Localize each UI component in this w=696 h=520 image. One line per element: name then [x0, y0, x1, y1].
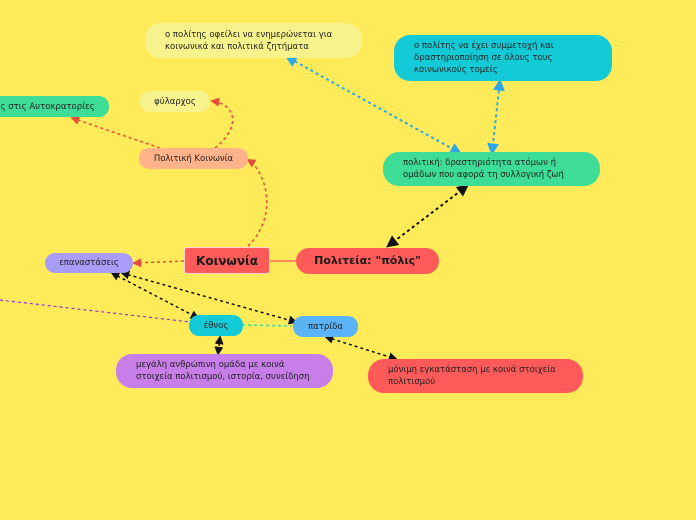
node-epanastaseis-label: επαναστάσεις: [59, 258, 119, 268]
link-politeia-politiki-def: [386, 184, 469, 248]
node-symmetoxi[interactable]: ο πολίτης να έχει συμμετοχή και δραστηρι…: [394, 35, 612, 81]
node-patrida-def-label: μόνιμη εγκατάσταση με κοινά στοιχεία πολ…: [388, 365, 556, 387]
node-autokratories-label: ές στις Αυτοκρατορίες: [0, 101, 95, 112]
node-fylarchos-label: φύλαρχος: [154, 96, 196, 107]
node-enimerwnetai-label: ο πολίτης οφείλει να ενημερώνεται για κο…: [165, 29, 333, 52]
link-politiki-def-enimerwnetai: [284, 55, 463, 155]
node-politeia[interactable]: Πολιτεία: "πόλις": [296, 248, 439, 274]
node-politeia-label: Πολιτεία: "πόλις": [314, 254, 421, 267]
node-ethnos[interactable]: έθνος: [189, 315, 243, 336]
link-ethnos-ethnos-def: [214, 335, 224, 356]
link-politiki-koinonia-autokratories: [70, 116, 161, 149]
node-enimerwnetai[interactable]: ο πολίτης οφείλει να ενημερώνεται για κο…: [145, 23, 362, 58]
node-symmetoxi-label: ο πολίτης να έχει συμμετοχή και δραστηρι…: [414, 41, 554, 75]
node-ethnos-def[interactable]: μεγάλη ανθρώπινη ομάδα με κοινά στοιχεία…: [116, 354, 333, 388]
node-politiki-def[interactable]: πολιτική: δραστηριότητα ατόμων ή ομάδων …: [383, 152, 600, 186]
node-fylarchos[interactable]: φύλαρχος: [140, 91, 210, 112]
node-patrida-label: πατρίδα: [308, 321, 343, 332]
node-patrida-def[interactable]: μόνιμη εγκατάσταση με κοινά στοιχεία πολ…: [368, 359, 583, 393]
link-epanastaseis-patrida: [120, 270, 298, 325]
node-epanastaseis[interactable]: επαναστάσεις: [45, 253, 133, 273]
node-politiki-def-label: πολιτική: δραστηριότητα ατόμων ή ομάδων …: [403, 158, 564, 180]
node-politiki-koinonia[interactable]: Πολιτική Κοινωνία: [139, 148, 248, 169]
node-koinonia-label: Κοινωνία: [196, 253, 258, 268]
node-ethnos-label: έθνος: [203, 320, 229, 331]
link-ethnos-patrida: [241, 324, 293, 327]
link-patrida-patrida-def: [324, 334, 398, 362]
link-koinonia-politiki-koinonia: [246, 159, 268, 247]
node-patrida[interactable]: πατρίδα: [293, 316, 358, 337]
link-politiki-koinonia-fylarchos: [210, 97, 234, 149]
node-autokratories[interactable]: ές στις Αυτοκρατορίες: [0, 96, 109, 117]
node-politiki-koinonia-label: Πολιτική Κοινωνία: [153, 153, 234, 164]
link-koinonia-epanastaseis: [132, 258, 185, 268]
link-politiki-def-symmetoxi: [487, 78, 505, 156]
link-offscreen-ethnos: [0, 299, 191, 323]
node-ethnos-def-label: μεγάλη ανθρώπινη ομάδα με κοινά στοιχεία…: [136, 360, 310, 382]
link-epanastaseis-ethnos: [110, 272, 200, 319]
node-koinonia[interactable]: Κοινωνία: [184, 247, 270, 274]
